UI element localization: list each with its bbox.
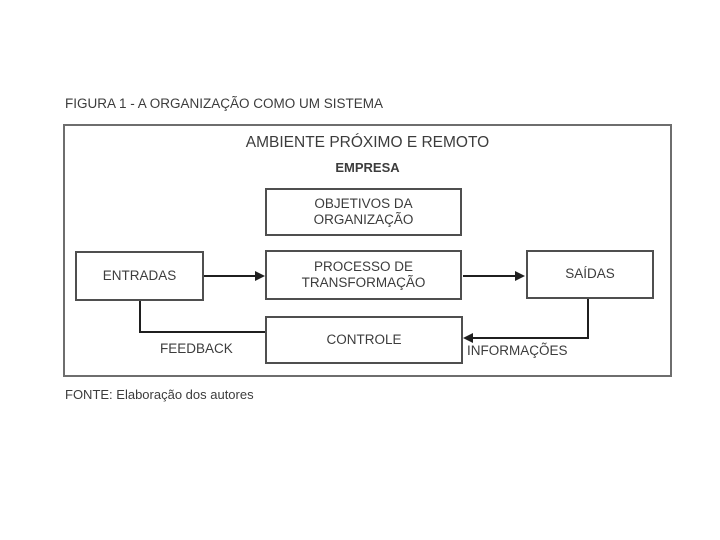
information-connector-vertical bbox=[587, 299, 589, 339]
arrow-process-to-outputs-head-icon bbox=[515, 271, 525, 281]
system-boundary-box bbox=[63, 124, 672, 377]
control-box: CONTROLE bbox=[265, 316, 463, 364]
information-connector-head-icon bbox=[463, 333, 473, 343]
environment-label: AMBIENTE PRÓXIMO E REMOTO bbox=[245, 134, 490, 151]
arrow-inputs-to-process-head-icon bbox=[255, 271, 265, 281]
figure-title: FIGURA 1 - A ORGANIZAÇÃO COMO UM SISTEMA bbox=[65, 96, 384, 111]
process-box: PROCESSO DE TRANSFORMAÇÃO bbox=[265, 250, 462, 300]
arrow-process-to-outputs-line bbox=[463, 275, 516, 277]
feedback-connector-horizontal bbox=[139, 331, 265, 333]
feedback-connector-vertical bbox=[139, 301, 141, 333]
information-connector-horizontal bbox=[473, 337, 589, 339]
company-label: EMPRESA bbox=[335, 160, 400, 175]
information-label: INFORMAÇÕES bbox=[467, 343, 568, 358]
inputs-box: ENTRADAS bbox=[75, 251, 204, 301]
feedback-label: FEEDBACK bbox=[160, 341, 233, 356]
source-caption: FONTE: Elaboração dos autores bbox=[65, 387, 254, 402]
objectives-box: OBJETIVOS DA ORGANIZAÇÃO bbox=[265, 188, 462, 236]
outputs-box: SAÍDAS bbox=[526, 250, 654, 299]
arrow-inputs-to-process-line bbox=[204, 275, 256, 277]
